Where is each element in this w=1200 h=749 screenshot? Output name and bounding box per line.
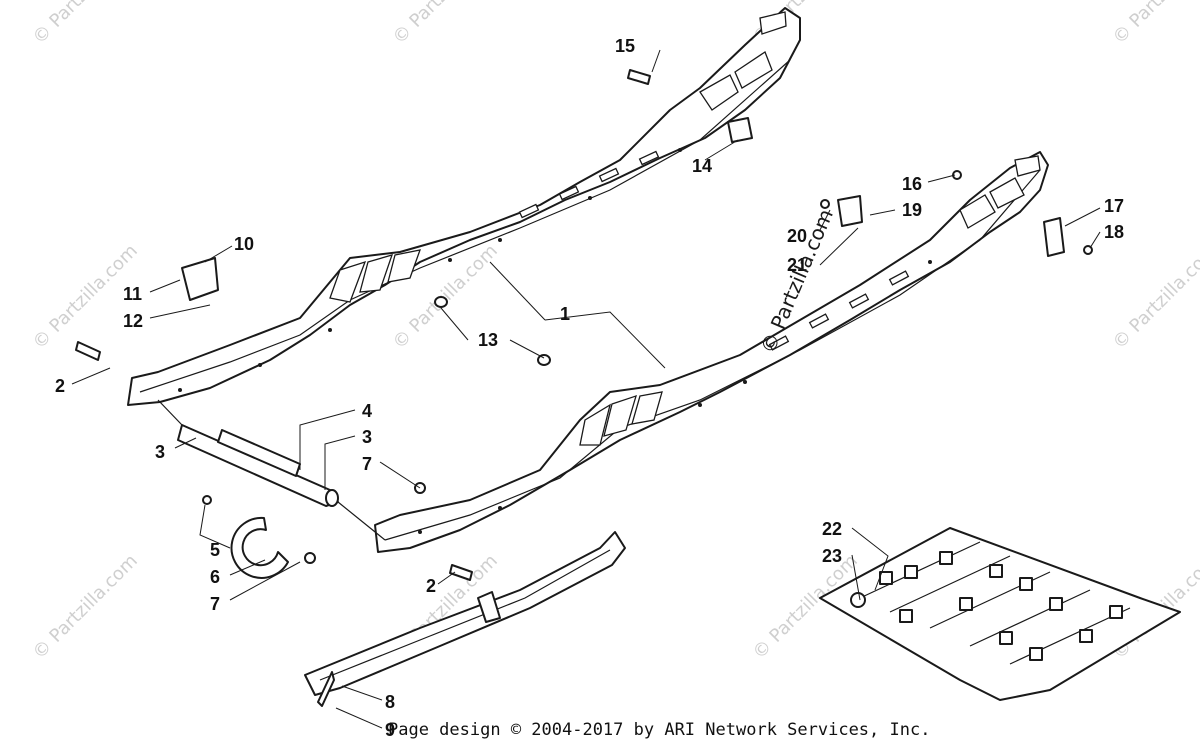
track-clips xyxy=(819,527,1181,701)
callout-3: 3 xyxy=(155,442,165,462)
copyright-footer: Page design © 2004-2017 by ARI Network S… xyxy=(388,720,931,740)
callout-7: 7 xyxy=(362,454,372,474)
callout-17: 17 xyxy=(1104,196,1124,216)
callout-2: 2 xyxy=(426,576,436,596)
callout-19: 19 xyxy=(902,200,922,220)
callout-23: 23 xyxy=(822,546,842,566)
callout-16: 16 xyxy=(902,174,922,194)
watermark-tile: © Partzilla.com xyxy=(1109,0,1200,49)
callout-9: 9 xyxy=(385,720,395,740)
watermark-tile: © Partzilla.com xyxy=(389,0,502,49)
callout-15: 15 xyxy=(615,36,635,56)
callout-20: 20 xyxy=(787,226,807,246)
callout-14: 14 xyxy=(692,156,712,176)
callout-7: 7 xyxy=(210,594,220,614)
callout-13: 13 xyxy=(478,330,498,350)
leader-lines xyxy=(71,49,1101,729)
callout-10: 10 xyxy=(234,234,254,254)
callout-21: 21 xyxy=(787,255,807,275)
rail-front xyxy=(374,151,1049,553)
callout-22: 22 xyxy=(822,519,842,539)
small-parts xyxy=(75,69,1093,707)
callout-8: 8 xyxy=(385,692,395,712)
rail-back xyxy=(127,7,801,406)
callout-18: 18 xyxy=(1104,222,1124,242)
callout-11: 11 xyxy=(123,284,142,304)
callout-5: 5 xyxy=(210,540,220,560)
callout-4: 4 xyxy=(362,401,372,421)
callouts: 1 2 2 3 3 4 5 6 7 7 8 9 10 11 12 13 14 1… xyxy=(55,36,1124,740)
slide-rail xyxy=(304,531,626,696)
watermark-tile: © Partzilla.com xyxy=(1109,240,1200,353)
callout-1: 1 xyxy=(560,304,570,324)
callout-2: 2 xyxy=(55,376,65,396)
watermark-tile: © Partzilla.com xyxy=(29,0,142,49)
watermark-tile: © Partzilla.com xyxy=(29,550,142,663)
callout-12: 12 xyxy=(123,311,143,331)
cross-shaft xyxy=(157,399,386,541)
callout-6: 6 xyxy=(210,567,220,587)
callout-3: 3 xyxy=(362,427,372,447)
